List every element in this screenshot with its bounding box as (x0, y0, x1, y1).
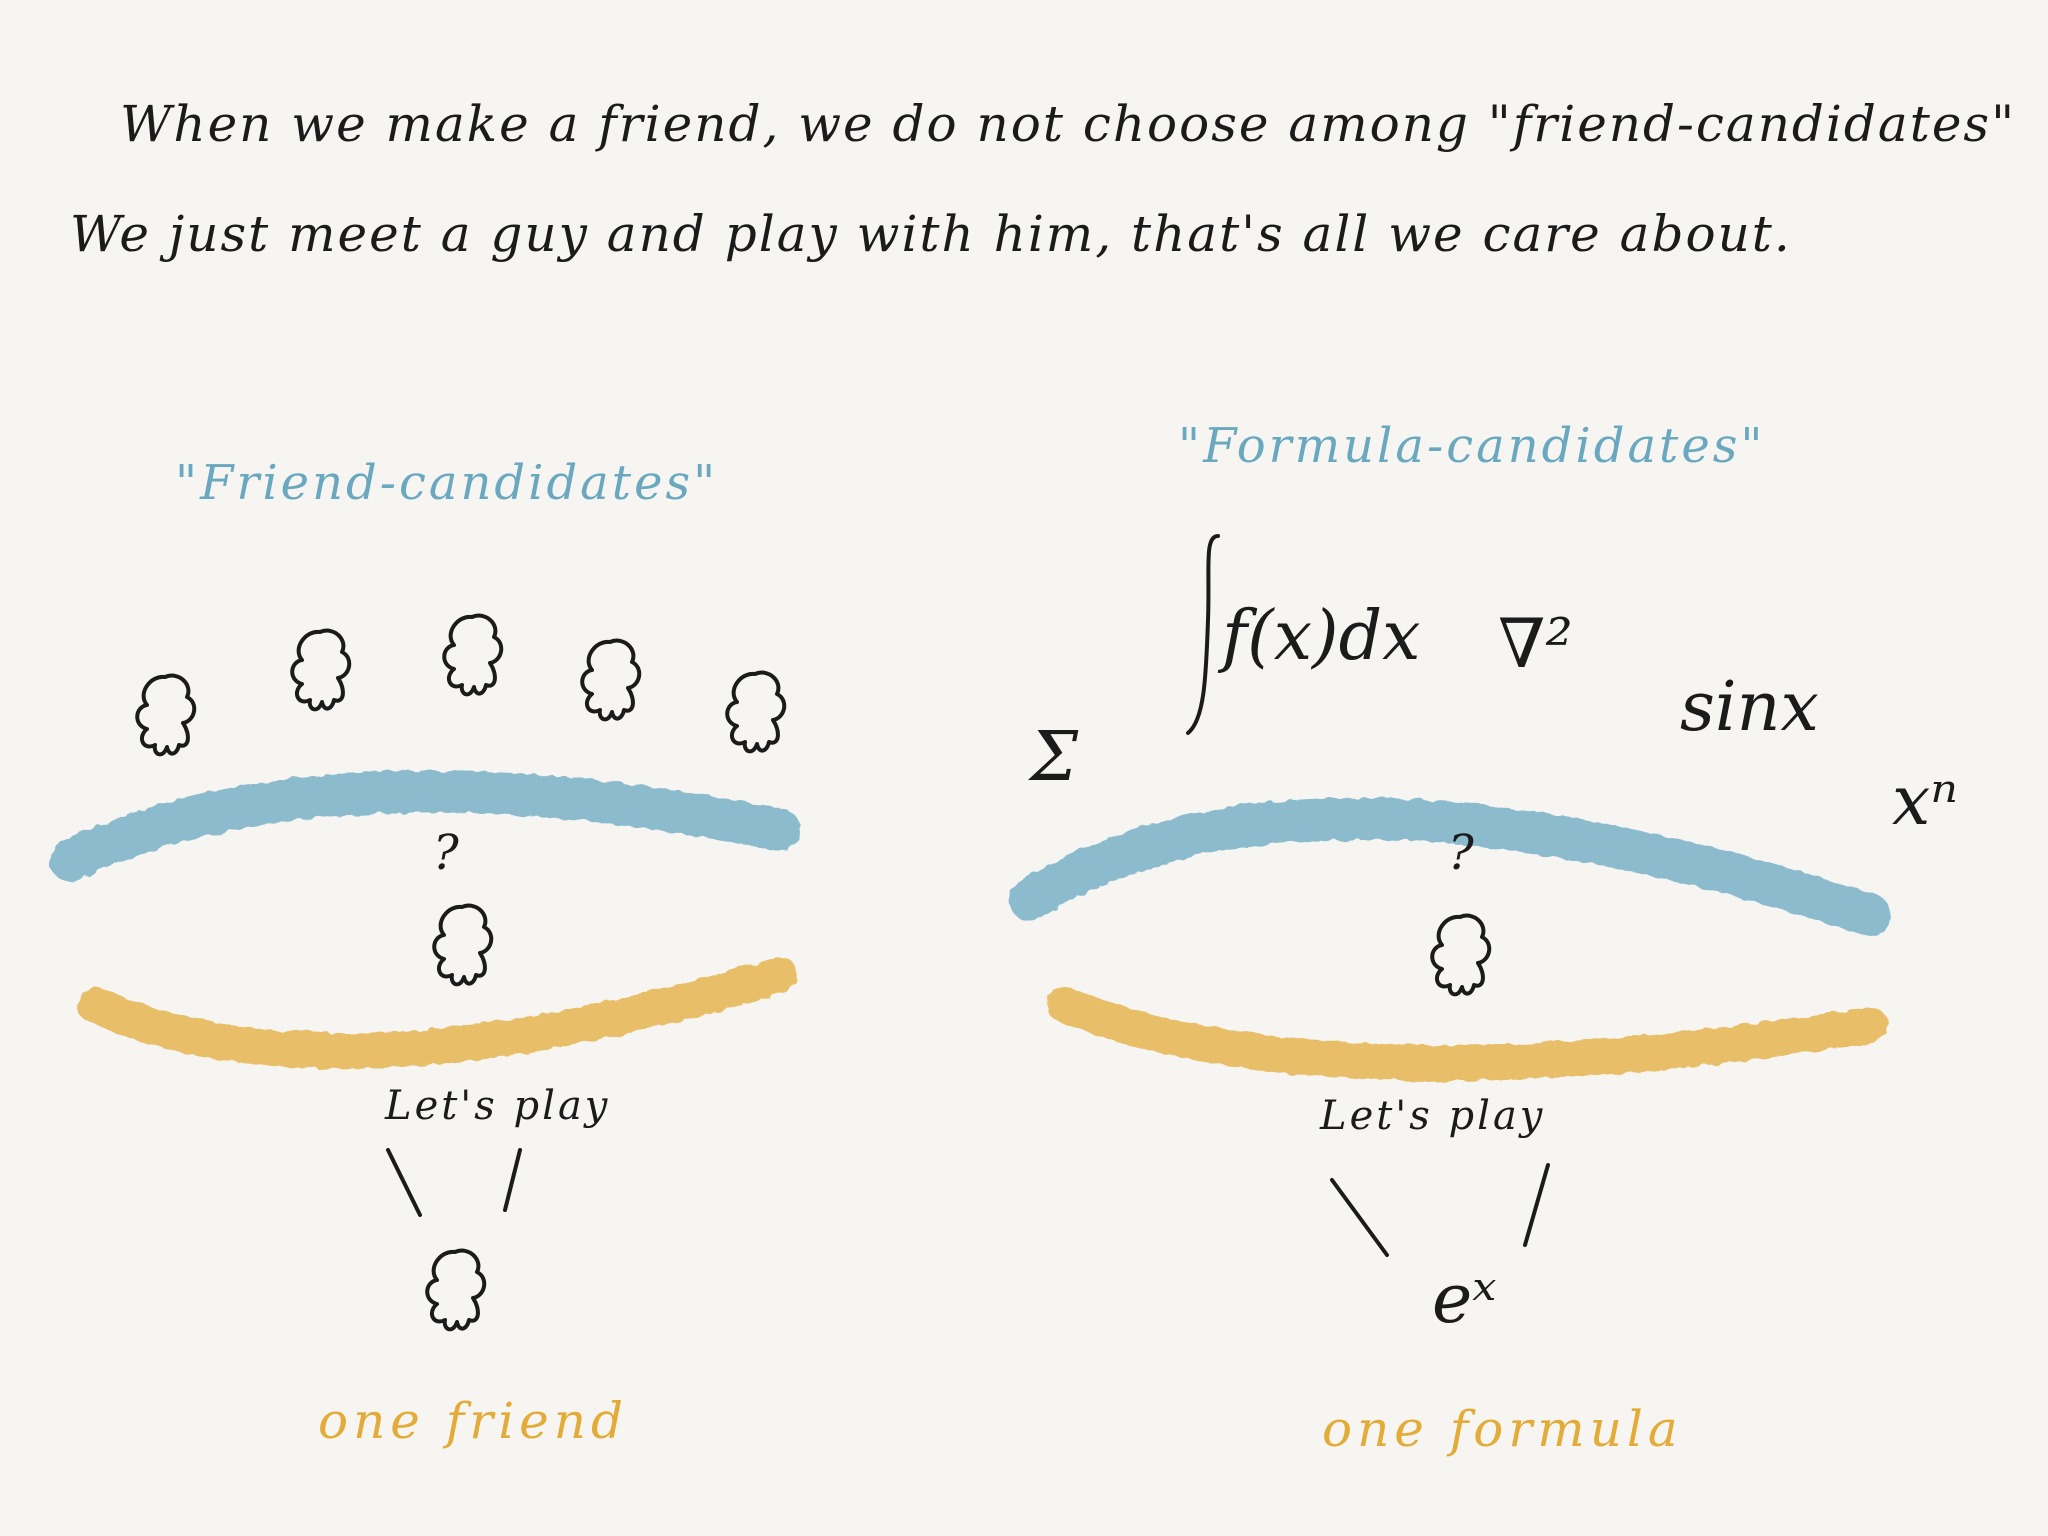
formula-power: xⁿ (1892, 762, 1958, 841)
formula-sine: sinx (1680, 668, 1819, 747)
lets-play-left: Let's play (385, 1083, 611, 1129)
one-formula-label: one formula (1322, 1400, 1683, 1458)
one-friend-label: one friend (318, 1392, 628, 1450)
chosen-formula-figure (1430, 913, 1492, 997)
formula-candidates-title: "Formula-candidates" (1178, 418, 1766, 474)
filter-band-yellow-left (77, 957, 798, 1069)
friend-candidate-4 (580, 638, 642, 722)
lets-play-right: Let's play (1320, 1093, 1546, 1139)
intro-line-1: When we make a friend, we do not choose … (120, 95, 2017, 153)
question-mark-right: ? (1448, 825, 1474, 881)
filter-band-blue-left (49, 770, 801, 881)
formula-integral: f(x)dx (1222, 597, 1421, 676)
friend-candidates-title: "Friend-candidates" (175, 455, 719, 511)
friend-candidate-2 (290, 628, 352, 712)
formula-sum: Σ (1030, 718, 1079, 797)
arrow-line-left-2 (503, 1148, 522, 1212)
friend-candidate-1 (135, 673, 197, 757)
friend-candidate-3 (442, 613, 504, 697)
one-friend-figure (425, 1248, 487, 1332)
arrow-line-right-2 (1523, 1163, 1550, 1247)
filter-band-blue-right (1009, 797, 1891, 936)
filter-band-yellow-right (1047, 987, 1888, 1082)
arrow-line-left-1 (386, 1148, 422, 1217)
arrow-line-right-1 (1330, 1178, 1389, 1257)
intro-line-2: We just meet a guy and play with him, th… (70, 205, 1792, 263)
friend-candidate-5 (725, 670, 787, 754)
question-mark-left: ? (433, 825, 459, 881)
formula-exp: eˣ (1432, 1260, 1497, 1339)
chosen-candidate (432, 903, 494, 987)
formula-nabla: ∇² (1498, 605, 1573, 684)
integral-icon (1186, 534, 1220, 735)
